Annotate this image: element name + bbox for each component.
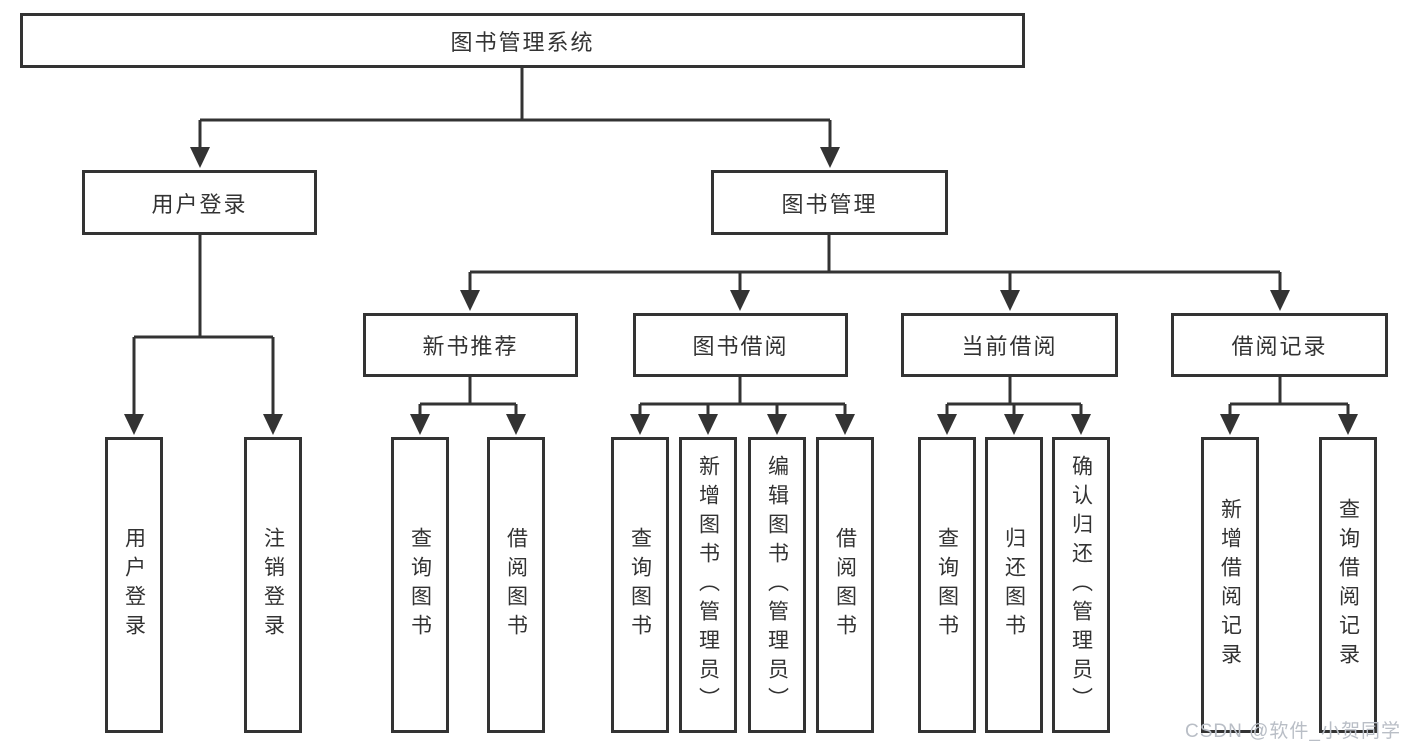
leaf-label: 查询图书	[628, 527, 652, 643]
leaf-user-login: 用户登录	[105, 437, 163, 733]
leaf-label: 新增图书（管理员）	[696, 454, 720, 716]
leaf-bb-borrow-book: 借阅图书	[816, 437, 874, 733]
node-label: 借阅记录	[1231, 334, 1328, 359]
leaf-nb-query-book: 查询图书	[391, 437, 449, 733]
node-new-book-recommend: 新书推荐	[363, 313, 578, 377]
node-label: 图书借阅	[692, 334, 789, 359]
node-label: 新书推荐	[422, 334, 519, 359]
node-label: 图书管理系统	[450, 29, 595, 55]
leaf-logout: 注销登录	[244, 437, 302, 733]
leaf-label: 借阅图书	[504, 527, 528, 643]
leaf-label: 新增借阅记录	[1218, 498, 1242, 672]
leaf-label: 查询图书	[408, 527, 432, 643]
leaf-label: 确认归还（管理员）	[1069, 454, 1093, 716]
node-root-system: 图书管理系统	[20, 13, 1025, 68]
node-label: 用户登录	[151, 191, 248, 217]
leaf-br-add-borrow-record: 新增借阅记录	[1201, 437, 1259, 733]
leaf-label: 查询图书	[935, 527, 959, 643]
leaf-cb-return-book: 归还图书	[985, 437, 1043, 733]
node-label: 当前借阅	[961, 334, 1058, 359]
node-label: 图书管理	[781, 191, 878, 217]
leaf-cb-confirm-return-admin: 确认归还（管理员）	[1052, 437, 1110, 733]
leaf-label: 用户登录	[122, 527, 146, 643]
leaf-bb-query-book: 查询图书	[611, 437, 669, 733]
leaf-cb-query-book: 查询图书	[918, 437, 976, 733]
leaf-br-query-borrow-record: 查询借阅记录	[1319, 437, 1377, 733]
leaf-bb-edit-book-admin: 编辑图书（管理员）	[748, 437, 806, 733]
node-user-login-module: 用户登录	[82, 170, 317, 235]
arrowheads	[124, 147, 1358, 435]
leaf-label: 借阅图书	[833, 527, 857, 643]
node-borrow-record: 借阅记录	[1171, 313, 1388, 377]
leaf-label: 编辑图书（管理员）	[765, 454, 789, 716]
leaf-label: 查询借阅记录	[1336, 498, 1360, 672]
node-book-borrow: 图书借阅	[633, 313, 848, 377]
csdn-watermark: CSDN @软件_小贺同学	[1185, 721, 1401, 742]
leaf-label: 归还图书	[1002, 527, 1026, 643]
leaf-bb-add-book-admin: 新增图书（管理员）	[679, 437, 737, 733]
leaf-label: 注销登录	[261, 527, 285, 643]
leaf-nb-borrow-book: 借阅图书	[487, 437, 545, 733]
node-current-borrow: 当前借阅	[901, 313, 1118, 377]
node-book-management-module: 图书管理	[711, 170, 948, 235]
